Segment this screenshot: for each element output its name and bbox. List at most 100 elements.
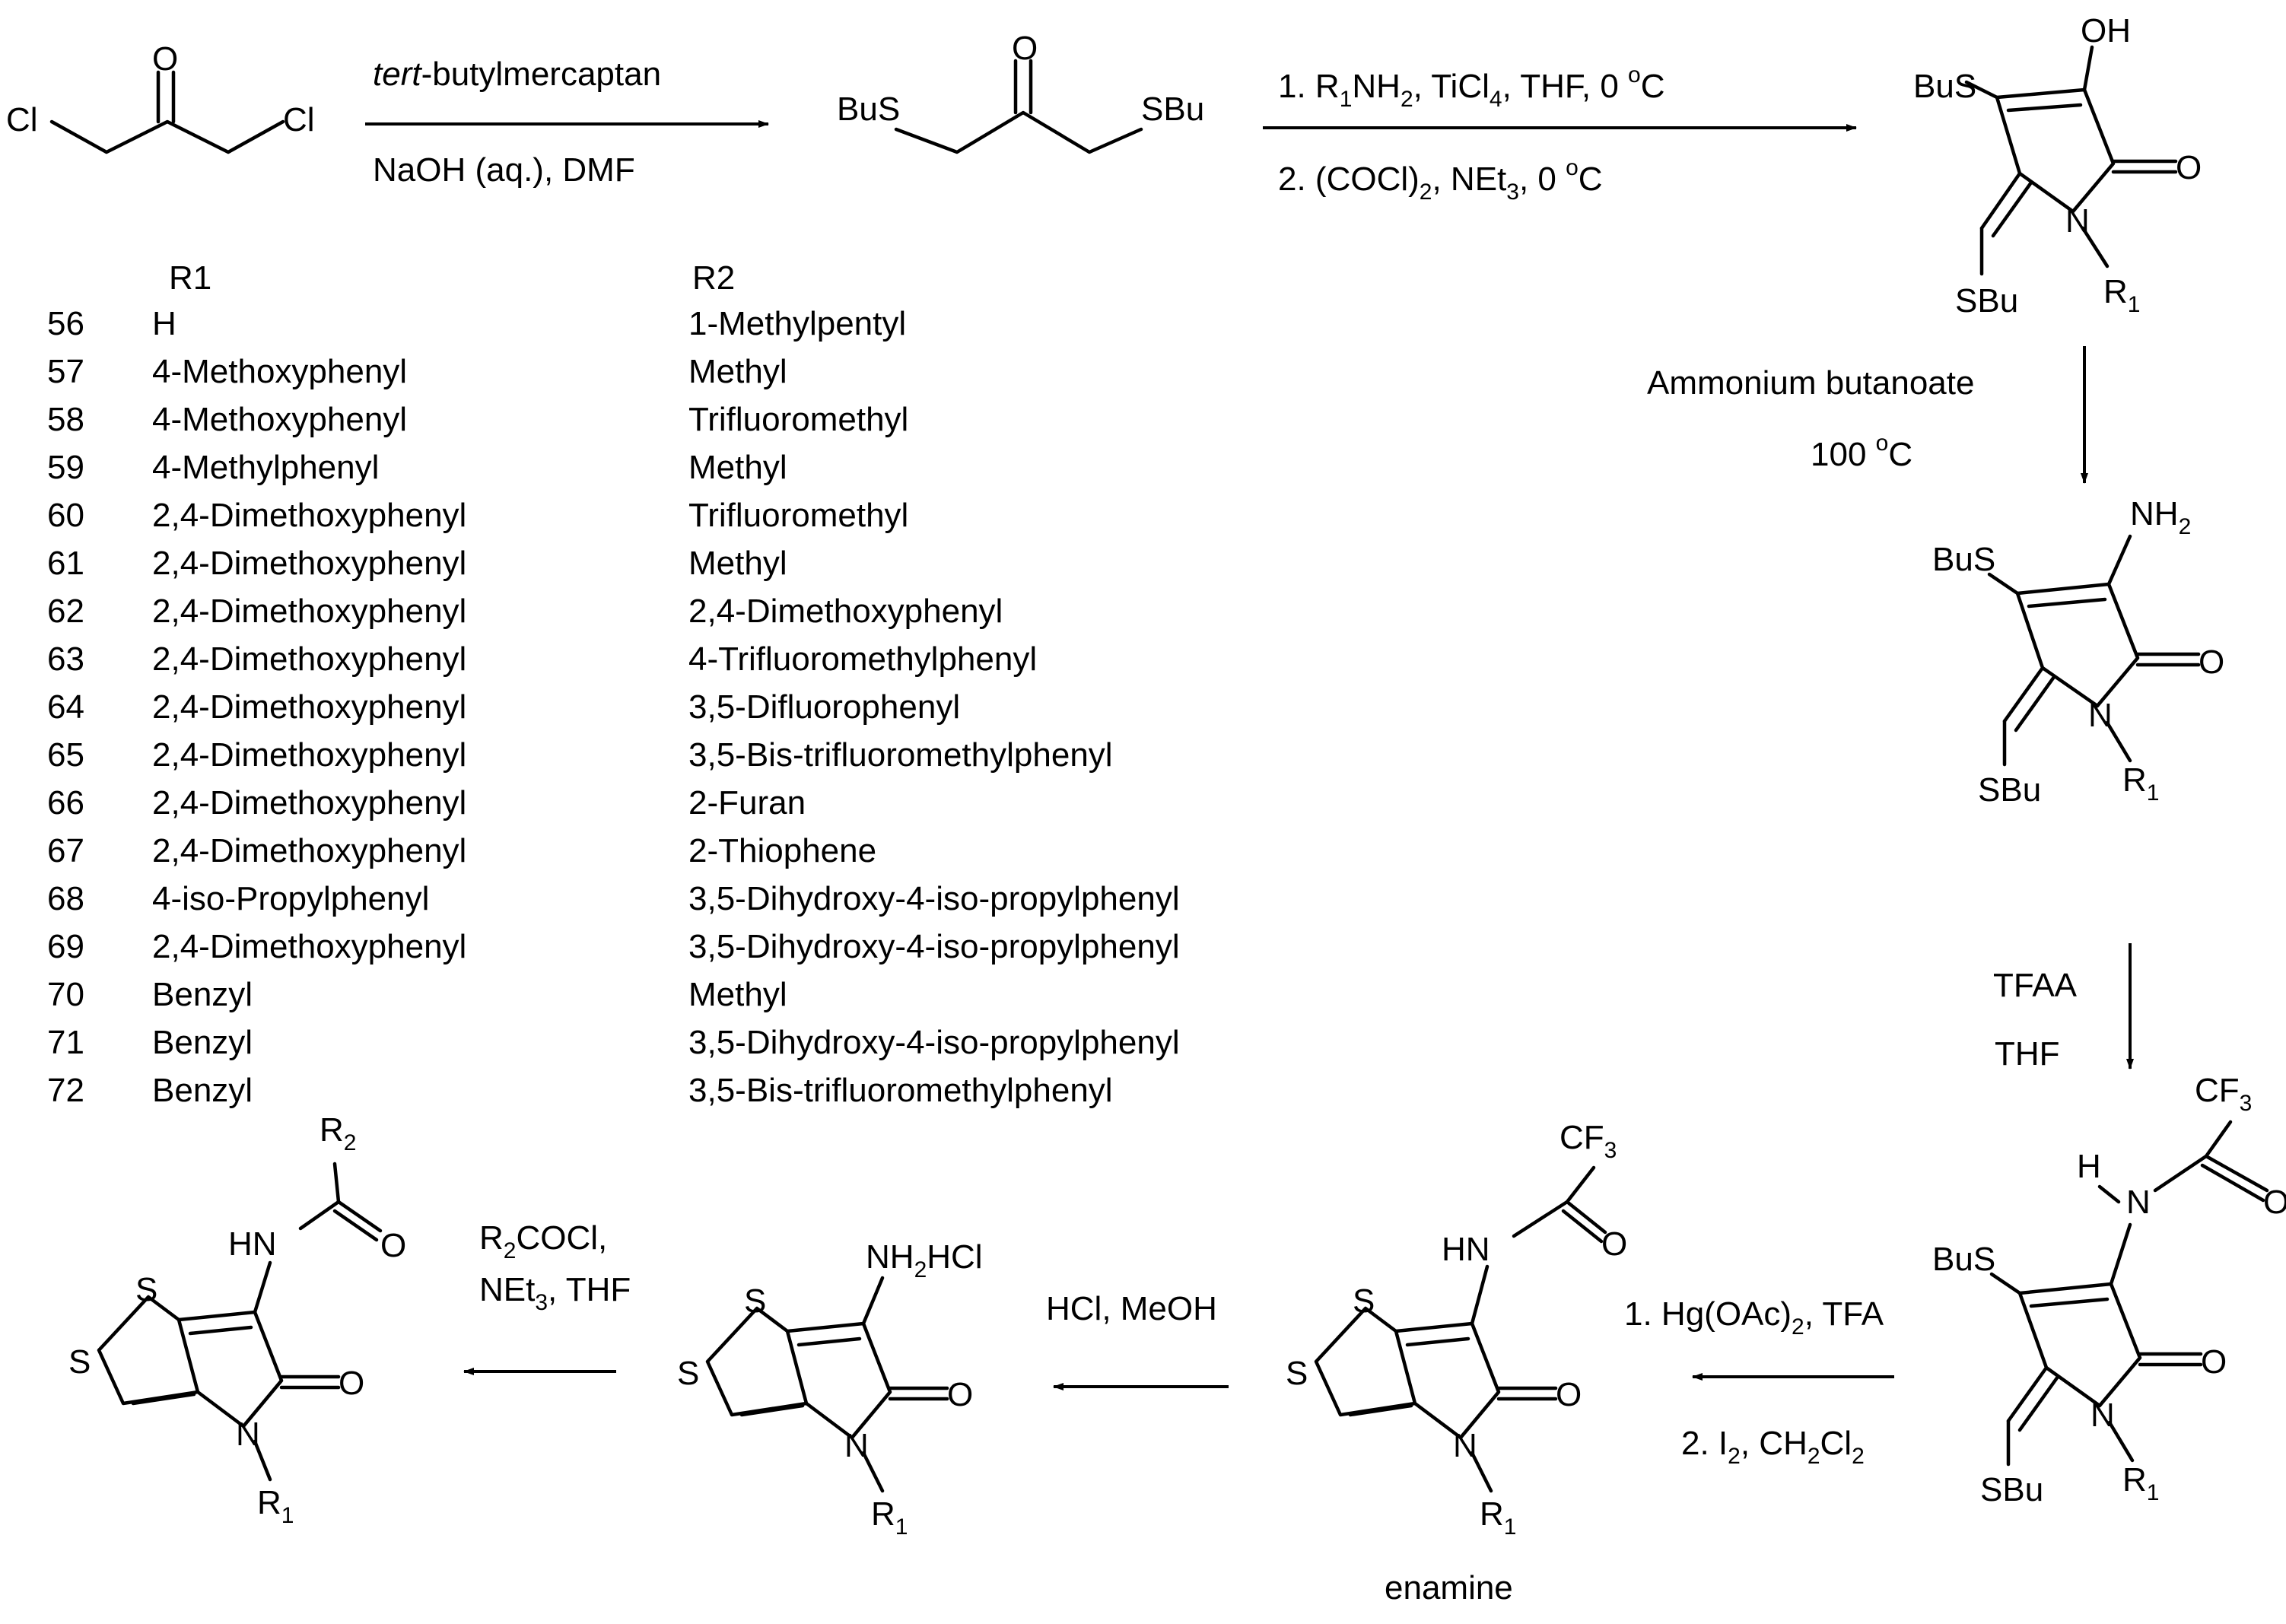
atom-o: O xyxy=(2176,149,2202,186)
table-cell-r1: 2,4-Dimethoxyphenyl xyxy=(152,688,466,726)
atom-n: N xyxy=(2088,697,2113,734)
table-cell-id: 65 xyxy=(47,736,84,774)
table-cell-r2: 2,4-Dimethoxyphenyl xyxy=(688,593,1003,630)
atom-r1: R1 xyxy=(871,1495,908,1540)
amine-hydrochloride: NH2HCl S S O N R1 xyxy=(677,1238,983,1540)
step3-reagent: Ammonium butanoate xyxy=(1647,364,1974,402)
atom-sbu: SBu xyxy=(1141,91,1204,128)
atom-n: N xyxy=(2090,1397,2115,1434)
atom-s-left: S xyxy=(1286,1355,1308,1392)
atom-n: N xyxy=(844,1427,869,1464)
table-cell-r2: 1-Methylpentyl xyxy=(688,305,906,342)
table-cell-r2: Methyl xyxy=(688,545,787,582)
enamine-label: enamine xyxy=(1385,1569,1513,1607)
table-cell-id: 61 xyxy=(47,545,84,582)
table-cell-r2: 4-Trifluoromethylphenyl xyxy=(688,640,1037,678)
table-cell-id: 60 xyxy=(47,497,84,534)
step2-line2: 2. (COCl)2, NEt3, 0 oC xyxy=(1278,155,1603,205)
table-cell-id: 69 xyxy=(47,928,84,965)
table-header-r2: R2 xyxy=(692,259,735,297)
table-cell-r1: 2,4-Dimethoxyphenyl xyxy=(152,784,466,822)
atom-o: O xyxy=(2201,1343,2227,1381)
table-cell-id: 57 xyxy=(47,353,84,390)
dichloroacetone: Cl Cl O xyxy=(6,40,315,154)
table-cell-r2: 2-Furan xyxy=(688,784,806,822)
table-cell-r2: 2-Thiophene xyxy=(688,832,876,869)
atom-r1: R1 xyxy=(2122,761,2159,806)
table-row: 59 4-Methylphenyl Methyl xyxy=(47,449,787,486)
enamine-product: CF3 HN O S S O N R1 enamine xyxy=(1286,1119,1627,1607)
atom-oh: OH xyxy=(2081,12,2131,49)
table-cell-id: 67 xyxy=(47,832,84,869)
table-cell-r1: Benzyl xyxy=(152,976,253,1013)
atom-o: O xyxy=(2199,644,2224,681)
step6-arrow-group: HCl, MeOH xyxy=(1046,1290,1229,1390)
table-cell-r1: 2,4-Dimethoxyphenyl xyxy=(152,593,466,630)
atom-s-top: S xyxy=(135,1271,157,1308)
atom-cl-right: Cl xyxy=(283,101,315,138)
table-cell-r1: 2,4-Dimethoxyphenyl xyxy=(152,545,466,582)
atom-r1: R1 xyxy=(2103,273,2140,317)
atom-sbu: SBu xyxy=(1955,282,2018,319)
atom-bus: BuS xyxy=(837,91,900,128)
atom-cf3: CF3 xyxy=(1560,1119,1617,1163)
table-cell-r1: Benzyl xyxy=(152,1024,253,1061)
atom-n-amide: N xyxy=(2126,1184,2151,1221)
table-cell-r1: 2,4-Dimethoxyphenyl xyxy=(152,832,466,869)
atom-hn: HN xyxy=(228,1225,277,1263)
trifluoroacetamide-pyrrolinone: CF3 H N O BuS O N SBu R1 xyxy=(1932,1072,2286,1508)
atom-o: O xyxy=(339,1365,364,1402)
table-cell-r2: 3,5-Dihydroxy-4-iso-propylphenyl xyxy=(688,880,1180,917)
table-cell-r1: Benzyl xyxy=(152,1072,253,1109)
table-cell-r2: Trifluoromethyl xyxy=(688,497,908,534)
atom-nh2: NH2 xyxy=(2130,495,2191,539)
atom-o: O xyxy=(1012,30,1038,67)
table-cell-id: 59 xyxy=(47,449,84,486)
atom-sbu: SBu xyxy=(1978,771,2041,809)
atom-o-amide: O xyxy=(2263,1184,2286,1221)
atom-r2: R2 xyxy=(320,1111,356,1155)
step4-solvent: THF xyxy=(1995,1035,2060,1073)
table-cell-id: 71 xyxy=(47,1024,84,1061)
atom-n: N xyxy=(1453,1427,1477,1464)
table-cell-r2: Trifluoromethyl xyxy=(688,401,908,438)
step7-line2: NEt3, THF xyxy=(479,1271,631,1315)
table-row: 67 2,4-Dimethoxyphenyl 2-Thiophene xyxy=(47,832,876,869)
table-cell-r2: Methyl xyxy=(688,449,787,486)
atom-r1: R1 xyxy=(2122,1461,2159,1505)
atom-bus: BuS xyxy=(1932,541,1995,578)
table-cell-id: 72 xyxy=(47,1072,84,1109)
table-cell-id: 56 xyxy=(47,305,84,342)
atom-cl-left: Cl xyxy=(6,101,38,138)
step5-arrow-group: 1. Hg(OAc)2, TFA 2. I2, CH2Cl2 xyxy=(1624,1295,1894,1469)
table-cell-id: 68 xyxy=(47,880,84,917)
table-cell-r2: 3,5-Bis-trifluoromethylphenyl xyxy=(688,1072,1113,1109)
atom-cf3: CF3 xyxy=(2195,1072,2252,1116)
atom-s-top: S xyxy=(744,1282,766,1320)
atom-s-left: S xyxy=(677,1355,699,1392)
atom-bus: BuS xyxy=(1913,68,1976,105)
step3-arrow-group: Ammonium butanoate 100 oC xyxy=(1647,346,2088,484)
table-cell-r1: 4-Methylphenyl xyxy=(152,449,379,486)
step4-reagent: TFAA xyxy=(1993,967,2078,1004)
atom-n: N xyxy=(236,1416,260,1453)
atom-nh2hcl: NH2HCl xyxy=(866,1238,983,1282)
atom-n: N xyxy=(2065,202,2090,240)
table-cell-r2: Methyl xyxy=(688,976,787,1013)
hydroxy-pyrrolinone: BuS OH O N SBu R1 xyxy=(1913,12,2202,319)
atom-o: O xyxy=(152,40,178,78)
amino-pyrrolinone: BuS NH2 O N SBu R1 xyxy=(1932,495,2224,809)
table-row: 72 Benzyl 3,5-Bis-trifluoromethylphenyl xyxy=(47,1072,1113,1109)
step1-conditions: NaOH (aq.), DMF xyxy=(373,151,635,189)
atom-o-amide: O xyxy=(1601,1225,1627,1263)
